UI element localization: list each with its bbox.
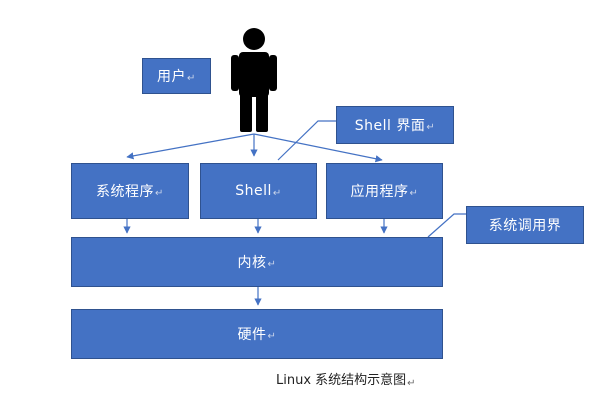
paragraph-mark: ↵ xyxy=(409,187,419,199)
applications-box: 应用程序↵ xyxy=(326,163,443,219)
paragraph-mark: ↵ xyxy=(272,187,282,199)
shell-box: Shell↵ xyxy=(200,163,317,219)
hardware-label: 硬件 xyxy=(237,327,267,343)
kernel-label: 内核 xyxy=(237,255,267,271)
user-box: 用户↵ xyxy=(142,58,211,94)
shell-interface-box: Shell 界面↵ xyxy=(336,106,454,144)
person-silhouette-icon xyxy=(231,28,277,132)
system-call-boundary-callout-line xyxy=(427,213,466,238)
paragraph-mark: ↵ xyxy=(267,330,277,342)
applications-label: 应用程序 xyxy=(350,184,409,200)
caption-text: Linux 系统结构示意图 xyxy=(276,373,407,388)
shell-interface-label: Shell 界面 xyxy=(354,118,426,134)
system-call-boundary-box: 系统调用界 xyxy=(466,206,584,244)
paragraph-mark: ↵ xyxy=(407,378,416,389)
paragraph-mark: ↵ xyxy=(187,72,196,84)
system-call-boundary-label: 系统调用界 xyxy=(488,218,562,234)
system-programs-label: 系统程序 xyxy=(96,184,155,200)
paragraph-mark: ↵ xyxy=(155,187,164,199)
hardware-box: 硬件↵ xyxy=(71,309,443,359)
system-programs-box: 系统程序↵ xyxy=(71,163,189,219)
shell-interface-callout-line xyxy=(277,120,336,161)
paragraph-mark: ↵ xyxy=(267,258,277,270)
user-label: 用户 xyxy=(157,69,187,85)
user-to-system-programs-arrow xyxy=(126,133,255,160)
user-to-applications-arrow xyxy=(253,133,383,163)
diagram-caption: Linux 系统结构示意图↵ xyxy=(276,369,416,389)
paragraph-mark: ↵ xyxy=(426,121,436,133)
kernel-box: 内核↵ xyxy=(71,237,443,287)
shell-label: Shell xyxy=(235,183,272,199)
